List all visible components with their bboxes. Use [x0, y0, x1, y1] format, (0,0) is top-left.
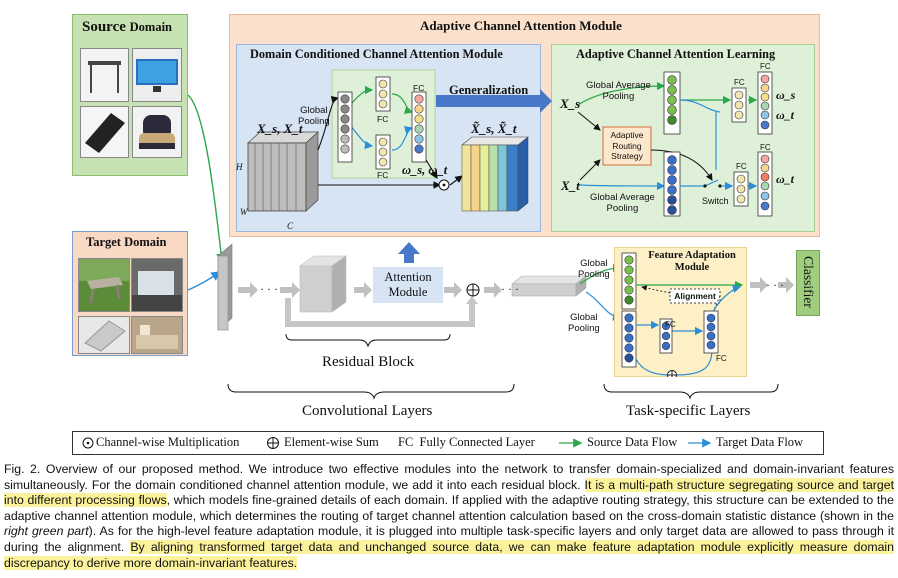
dccam-global-pooling-label: Global Pooling	[298, 105, 330, 127]
dccam-output-label: X̃_s, X̃_t	[471, 121, 517, 136]
figure-caption: Fig. 2. Overview of our proposed method.…	[4, 462, 894, 570]
dccam-fc-label-1: FC	[377, 114, 389, 124]
source-domain-title: Source Domain	[82, 19, 173, 35]
fam-alignment-label: Alignment	[674, 291, 716, 301]
fam-fc-label-2: FC	[716, 354, 727, 363]
legend-fc: FC Fully Connected Layer	[398, 435, 535, 449]
switch-label: Switch	[702, 196, 729, 206]
pipeline-dots-1: · · ·	[260, 282, 278, 296]
acam-title: Adaptive Channel Attention Module	[420, 18, 622, 33]
pooled-vector	[337, 91, 353, 163]
source-image-chair	[132, 106, 182, 158]
pipeline-dots-3: · · ·	[766, 278, 784, 292]
target-image-table	[78, 258, 130, 312]
fam-fc-label-1: FC	[665, 320, 676, 329]
pipeline-dots-2: · · ·	[501, 282, 519, 296]
task-layers-label: Task-specific Layers	[626, 403, 751, 419]
acal-fc-label-2: FC	[760, 62, 771, 71]
fam-canvas	[621, 252, 744, 377]
acal-gap-bottom-label: Global Average Pooling	[590, 192, 655, 214]
attention-module-label: Attention Module	[384, 270, 432, 299]
feature-cube	[247, 131, 319, 212]
classifier-box	[796, 250, 820, 316]
omega-t-label-1: ω_t	[776, 108, 795, 122]
fam-global-pooling-top: Global Pooling	[578, 258, 610, 280]
output-cube	[461, 136, 529, 212]
dccam-weights-label: ω_s, ω_t	[402, 163, 448, 177]
caption-highlight-2: By aligning transformed target data and …	[4, 539, 894, 570]
target-image-keyboard	[78, 316, 130, 354]
attention-up-arrow	[398, 242, 420, 263]
acal-fc-label-3: FC	[736, 162, 747, 171]
acal-gap-top-label: Global Average Pooling	[586, 80, 651, 102]
fam-title: Feature Adaptation Module	[648, 250, 736, 273]
acal-xt-label: X_t	[561, 178, 580, 193]
dim-h-label: H	[236, 162, 243, 172]
attention-module-box	[373, 267, 443, 303]
omega-t-label-2: ω_t	[776, 172, 795, 186]
acal-fc-label-4: FC	[760, 143, 771, 152]
omega-s-label: ω_s	[776, 88, 796, 102]
legend-target-flow: Target Data Flow	[716, 435, 804, 449]
generalization-arrow	[436, 89, 552, 113]
legend-element-sum: Element-wise Sum	[284, 435, 379, 449]
legend-symbols	[82, 437, 712, 449]
routing-strategy-label: Adaptive Routing Strategy	[610, 130, 644, 161]
conv-layers-label: Convolutional Layers	[302, 403, 433, 419]
generalization-label: Generalization	[449, 83, 529, 97]
acal-xs-label: X_s	[560, 96, 581, 111]
residual-block-label: Residual Block	[322, 354, 415, 370]
classifier-label: Classifier	[801, 256, 816, 308]
dccam-fc-label-2: FC	[377, 170, 389, 180]
source-image-keyboard	[80, 106, 129, 158]
diagram-canvas	[187, 69, 794, 400]
target-domain-title: Target Domain	[86, 235, 167, 249]
dim-c-label: C	[287, 221, 294, 231]
source-image-tv	[132, 48, 182, 102]
acal-title: Adaptive Channel Attention Learning	[576, 47, 776, 61]
dccam-title: Domain Conditioned Channel Attention Mod…	[250, 47, 503, 61]
dim-w-label: W	[240, 207, 248, 217]
legend-source-flow: Source Data Flow	[587, 435, 678, 449]
acal-fc-label-1: FC	[734, 78, 745, 87]
legend-channel-mult: Channel-wise Multiplication	[96, 435, 240, 449]
dccam-fc-label-3: FC	[413, 83, 425, 93]
target-image-room	[131, 316, 183, 354]
fam-global-pooling-bottom: Global Pooling	[568, 312, 600, 334]
target-image-tv	[131, 258, 183, 312]
source-image-table	[80, 48, 129, 102]
dccam-input-label: X_s, X_t	[257, 121, 303, 136]
